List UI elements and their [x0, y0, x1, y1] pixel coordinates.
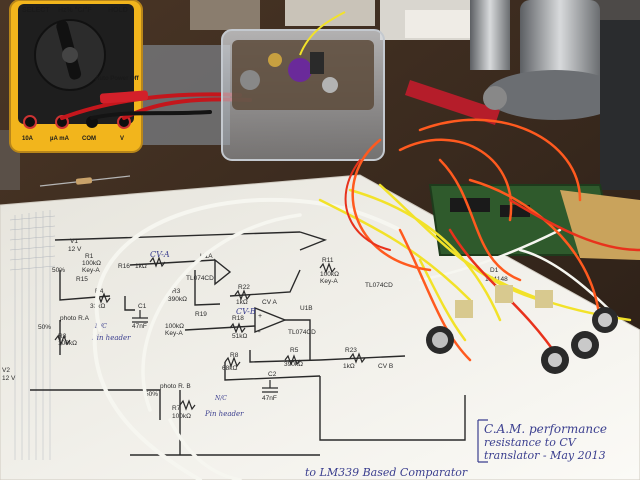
label-c1: C1: [138, 303, 147, 310]
label-r3-value: 390kΩ: [168, 296, 187, 303]
connector-block-1: [455, 300, 473, 318]
pot-4: [592, 307, 618, 333]
label-r8: R8: [230, 352, 239, 359]
protoboard: [428, 184, 640, 260]
auto-power-off-label: Auto Power Off: [95, 76, 140, 82]
label-r1-value: 100kΩ: [82, 260, 101, 267]
label-c2: C2: [268, 371, 277, 378]
hand-title-line3: translator - May 2013: [484, 449, 606, 462]
label-photo-b: photo R. B: [160, 383, 191, 390]
loose-resistor: [39, 175, 131, 187]
label-photo-a: photo R.A: [60, 315, 90, 322]
pot-3: [571, 331, 599, 359]
label-v2-value: 12 V: [2, 375, 16, 382]
label-cv-b: CV B: [378, 363, 393, 370]
label-r15-value: 1kΩ: [135, 263, 147, 270]
pot-2: [541, 346, 569, 374]
label-r7: R7: [172, 405, 181, 412]
label-r19-value: 100kΩ: [165, 323, 184, 330]
top-modes-label: Hz% °C/°F: [58, 6, 92, 14]
label-c1-value: 47nF: [132, 323, 147, 330]
label-r19: R19: [195, 311, 207, 318]
connector-block-2: [495, 285, 513, 303]
label-u1a: U1A: [200, 253, 213, 260]
hand-cvb: CV-B: [236, 307, 256, 316]
label-r11-value: 100kΩ: [320, 271, 339, 278]
hand-title-line2: resistance to CV: [484, 436, 577, 449]
label-r11-key: Key-A: [320, 278, 338, 285]
label-r5: R5: [290, 347, 299, 354]
hand-pin-header-1: Pin header: [91, 334, 131, 342]
hand-nc-2: N/C: [214, 395, 227, 402]
white-wires: [92, 197, 632, 480]
hold-label: HOLD: [108, 7, 128, 14]
label-c2-value: 47nF: [262, 395, 277, 402]
label-tl074-1: TL074CD: [186, 275, 214, 282]
label-d1: D1: [490, 267, 499, 274]
label-r7-value: 100kΩ: [172, 413, 191, 420]
handwritten-annotations: CV-A CV-B Pin header Pin header N/C N/C …: [91, 250, 607, 479]
jack-v-label: V: [120, 136, 124, 142]
label-r18: R18: [232, 315, 244, 322]
label-op-plus: +: [258, 313, 262, 320]
label-r22-value: 1kΩ: [236, 299, 248, 306]
hand-title-line1: C.A.M. performance: [484, 422, 607, 436]
multimeter: SELECT Hz% °C/°F HOLD Auto Power Off 10A…: [9, 0, 143, 153]
parts-box: [221, 11, 385, 161]
label-r22: R22: [238, 284, 250, 291]
label-v1: V1: [70, 238, 78, 245]
hand-bracket: [477, 419, 488, 463]
label-r16: R16: [118, 263, 130, 270]
label-r8-value: 68kΩ: [222, 365, 237, 372]
jack-10a-label: 10A: [22, 136, 34, 142]
label-r11: R11: [322, 257, 334, 264]
label-r18-value: 51kΩ: [232, 333, 247, 340]
label-r19-key: Key-A: [165, 330, 183, 337]
label-r15: R15: [76, 276, 88, 283]
label-r23-value: 1kΩ: [343, 363, 355, 370]
label-r3: R3: [172, 288, 181, 295]
label-r1: R1: [85, 253, 94, 260]
microscope-stand: [470, 0, 640, 190]
potentiometers: [426, 285, 618, 374]
label-tl074-2: TL074CD: [288, 329, 316, 336]
label-r5-value: 390kΩ: [284, 361, 303, 368]
jack-uama-label: µA mA: [50, 136, 70, 142]
label-r1-pct: 50%: [52, 267, 65, 274]
label-r3b-value: 100kΩ: [58, 340, 77, 347]
label-v1-value: 12 V: [68, 246, 82, 253]
label-r1-key: Key-A: [82, 267, 100, 274]
jack-10a: [23, 115, 37, 129]
hand-cva: CV-A: [150, 250, 170, 259]
label-r23: R23: [345, 347, 357, 354]
label-u1b: U1B: [300, 305, 313, 312]
select-label: SELECT: [22, 7, 50, 14]
hand-pin-header-2: Pin header: [204, 410, 244, 418]
label-cv-a: CV A: [262, 299, 277, 306]
label-op-minus: -: [258, 327, 261, 336]
label-v2: V2: [2, 367, 10, 374]
connector-block-3: [535, 290, 553, 308]
pot-1: [426, 326, 454, 354]
label-r3b: R3: [58, 333, 67, 340]
label-photo-b-pct: 50%: [145, 391, 158, 398]
schematic-resistors: [54, 256, 366, 411]
hand-bottom-note: to LM339 Based Comparator: [305, 466, 468, 479]
schematic-grid: [9, 210, 56, 460]
yellow-wires: [318, 183, 632, 342]
jack-com-label: COM: [82, 136, 96, 142]
label-photo-a-pct: 50%: [38, 324, 51, 331]
label-tl074-3: TL074CD: [365, 282, 393, 289]
